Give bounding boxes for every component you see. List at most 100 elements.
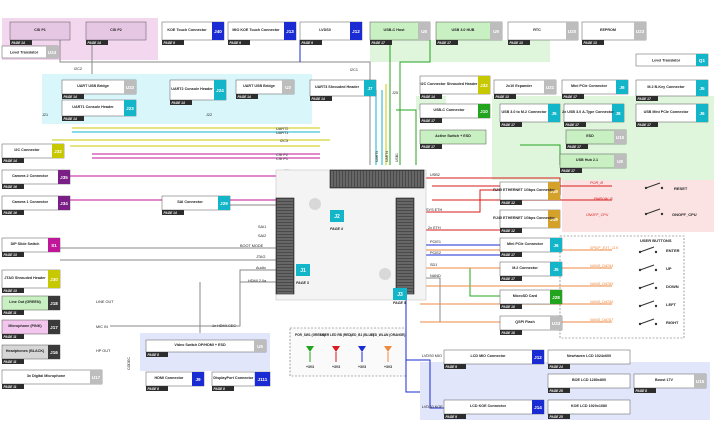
page-ref-box [634, 388, 656, 393]
push-button-icon[interactable] [645, 208, 661, 215]
page-ref-box [2, 334, 24, 339]
block-tag-text: J30 [50, 277, 58, 282]
led-icon [358, 346, 366, 352]
push-button-icon[interactable] [639, 264, 655, 271]
button-contact [654, 250, 658, 254]
som-tag-text-j3: J3 [397, 292, 403, 298]
som-tag-j2 [330, 210, 344, 222]
block-tag-text: J14 [534, 405, 542, 410]
block-label: QSPI Flash [515, 320, 535, 324]
page-ref: PAGE 8 [148, 353, 160, 357]
page-ref-box [146, 386, 168, 391]
signal-label-jtag: JTAG [256, 255, 265, 259]
block-label: LCD MIO Connector [470, 354, 506, 358]
page-ref: PAGE 14 [422, 95, 435, 99]
block-tag-text: Q1 [699, 58, 706, 63]
led-label: USER LED RB (RED) [320, 333, 351, 337]
usbc-line [396, 109, 417, 165]
block-label: BOE LCD 1280x800 [572, 378, 606, 382]
block-tag-text: J8 [615, 111, 621, 116]
button-contact [654, 322, 658, 326]
block-label: Active Switch + ESD [435, 134, 471, 138]
page-ref: PAGE 11 [4, 311, 17, 315]
block-tag [548, 182, 560, 200]
page-ref: PAGE 11 [4, 335, 17, 339]
page-ref: PAGE 12 [502, 229, 515, 233]
page-ref: PAGE 14 [238, 95, 251, 99]
push-button-icon[interactable] [639, 282, 655, 289]
push-button-icon[interactable] [645, 182, 661, 189]
block-label: Camera 2 Connector [12, 174, 49, 178]
som-tag-text-j2: J2 [334, 214, 340, 220]
page-ref-box [436, 40, 458, 45]
block-label: RTC [533, 28, 541, 32]
page-ref: PAGE 17 [502, 123, 515, 127]
block-tag-text: U21 [546, 85, 555, 90]
page-ref: PAGE 25 [550, 415, 563, 419]
button-net-label: NAND_DATA4 [590, 264, 613, 268]
push-button-icon[interactable] [639, 318, 655, 325]
block-tag [124, 100, 136, 116]
push-button-icon[interactable] [639, 300, 655, 307]
block-tag-text: J6 [699, 111, 705, 116]
button-name: DOWN [666, 284, 679, 289]
signal-label-sai2: SAI2 [258, 234, 266, 238]
block-tag [90, 370, 102, 384]
push-button-icon[interactable] [639, 246, 655, 253]
button-contact [638, 250, 642, 254]
page-ref: PAGE 8 [148, 387, 160, 391]
